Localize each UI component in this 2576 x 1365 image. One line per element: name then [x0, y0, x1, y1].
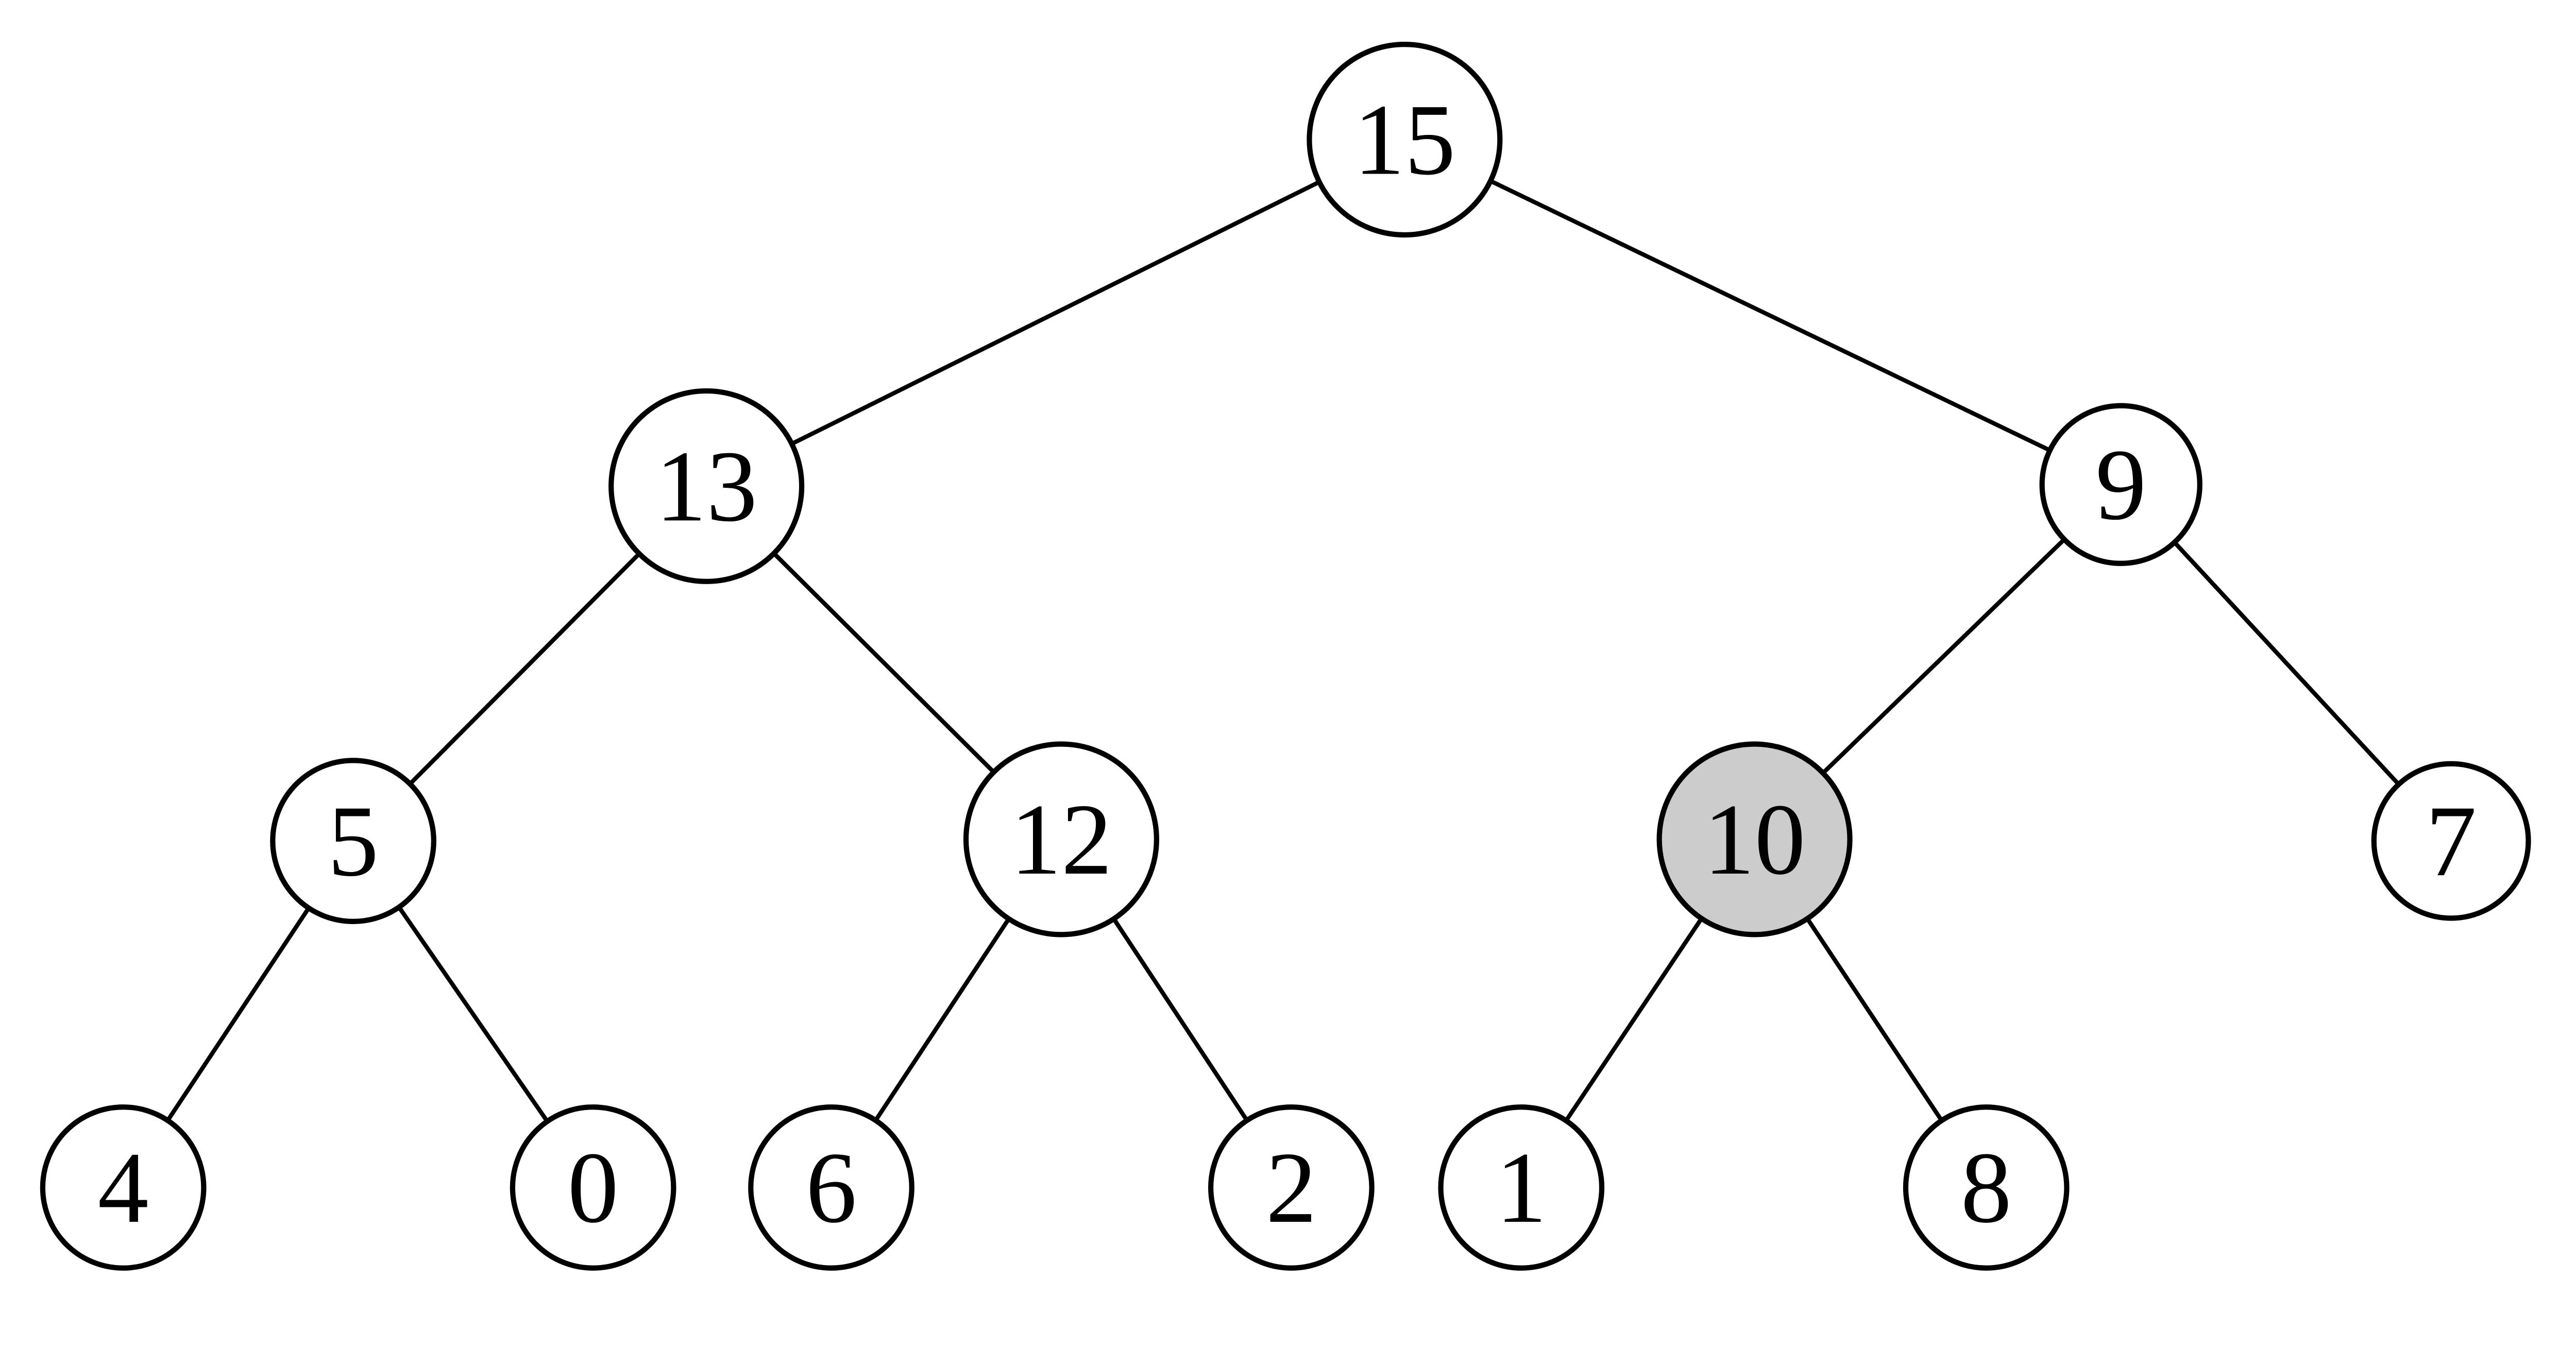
node-8-circle [1903, 1104, 2070, 1271]
tree-node-13: 13 [608, 388, 805, 584]
tree-node-12: 12 [963, 741, 1160, 937]
node-9-circle [2039, 403, 2202, 566]
node-12-label: 12 [1010, 783, 1112, 896]
tree-node-8: 8 [1903, 1104, 2070, 1271]
node-13-label: 13 [655, 430, 757, 542]
edge-15-9 [1403, 138, 2122, 487]
tree-node-6: 6 [748, 1104, 914, 1271]
tree-node-10-highlighted: 10 [1656, 741, 1853, 937]
node-1-circle [1438, 1104, 1605, 1271]
tree-node-4: 4 [40, 1104, 207, 1271]
node-4-circle [40, 1104, 207, 1271]
tree-node-15: 15 [1307, 41, 1503, 238]
node-4-label: 4 [98, 1131, 149, 1244]
tree-node-1: 1 [1438, 1104, 1605, 1271]
tree-node-2: 2 [1208, 1104, 1375, 1271]
node-2-label: 2 [1266, 1131, 1317, 1244]
node-15-label: 15 [1354, 83, 1456, 196]
node-2-circle [1208, 1104, 1375, 1271]
tree-node-9: 9 [2039, 403, 2202, 566]
node-6-circle [748, 1104, 914, 1271]
tree-node-5: 5 [270, 758, 436, 925]
node-9-label: 9 [2095, 428, 2146, 541]
node-5-label: 5 [328, 784, 379, 897]
node-8-label: 8 [1961, 1131, 2012, 1244]
tree-node-0: 0 [510, 1104, 676, 1271]
node-0-label: 0 [568, 1131, 619, 1244]
node-5-circle [270, 758, 436, 925]
tree-nodes: 15 13 9 5 12 10 7 4 [40, 41, 2531, 1271]
tree-edges [121, 138, 2453, 1189]
node-13-circle [608, 388, 805, 584]
node-7-circle [2371, 761, 2531, 921]
node-10-label: 10 [1704, 783, 1806, 896]
edge-15-13 [705, 138, 1406, 488]
node-10-circle [1656, 741, 1853, 937]
node-7-label: 7 [2426, 784, 2477, 897]
binary-tree-diagram: 15 13 9 5 12 10 7 4 [40, 41, 2531, 1271]
tree-node-7: 7 [2371, 761, 2531, 921]
node-0-circle [510, 1104, 676, 1271]
node-1-label: 1 [1496, 1131, 1547, 1244]
node-12-circle [963, 741, 1160, 937]
node-6-label: 6 [806, 1131, 857, 1244]
node-15-circle [1307, 41, 1503, 238]
